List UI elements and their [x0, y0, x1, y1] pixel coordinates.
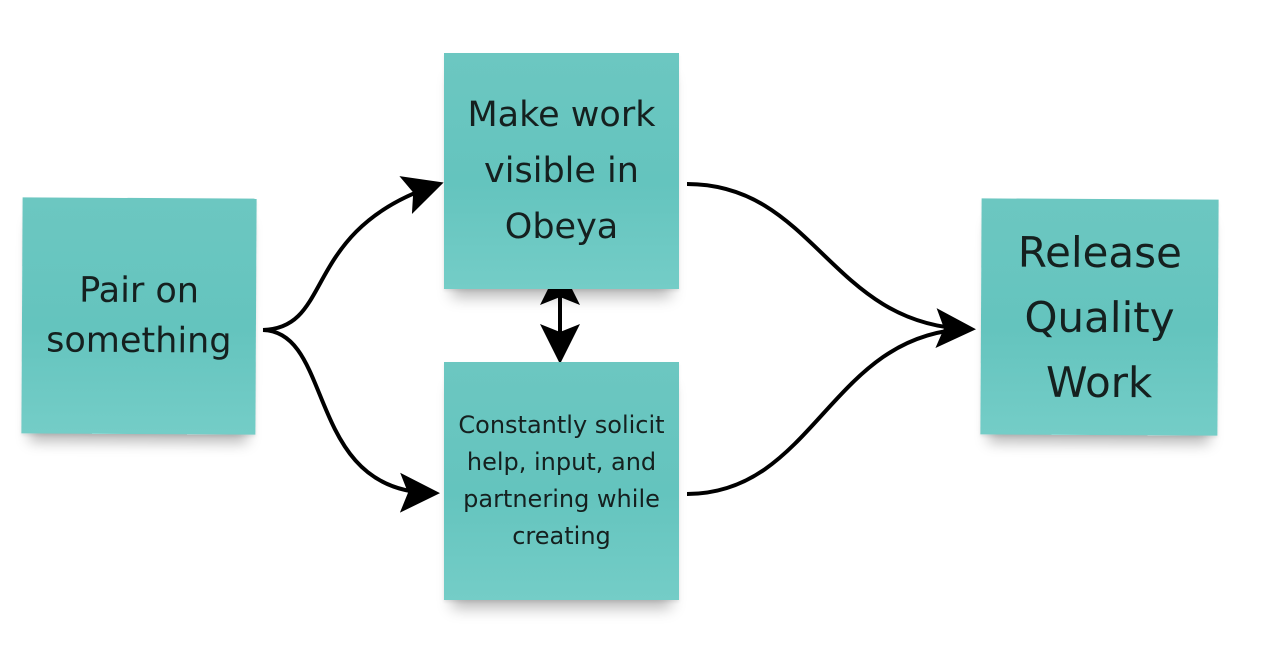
- sticky-note-pair-on-something: Pair on something: [21, 197, 257, 435]
- arrow-visible-to-release: [686, 182, 976, 349]
- sticky-note-solicit-help: Constantly solicit help, input, and part…: [444, 362, 679, 600]
- sticky-note-text: Pair on something: [46, 270, 232, 362]
- sticky-note-text: Release Quality Work: [1017, 227, 1183, 407]
- arrow-solicit-to-release: [686, 327, 969, 496]
- arrow-pair-to-solicit: [262, 328, 440, 513]
- arrow-pair-to-visible: [262, 176, 444, 332]
- sticky-note-text: Make work visible in Obeya: [467, 95, 656, 247]
- sticky-note-make-work-visible: Make work visible in Obeya: [444, 53, 679, 289]
- sticky-note-text: Constantly solicit help, input, and part…: [458, 411, 665, 550]
- sticky-note-release-quality-work: Release Quality Work: [980, 198, 1219, 436]
